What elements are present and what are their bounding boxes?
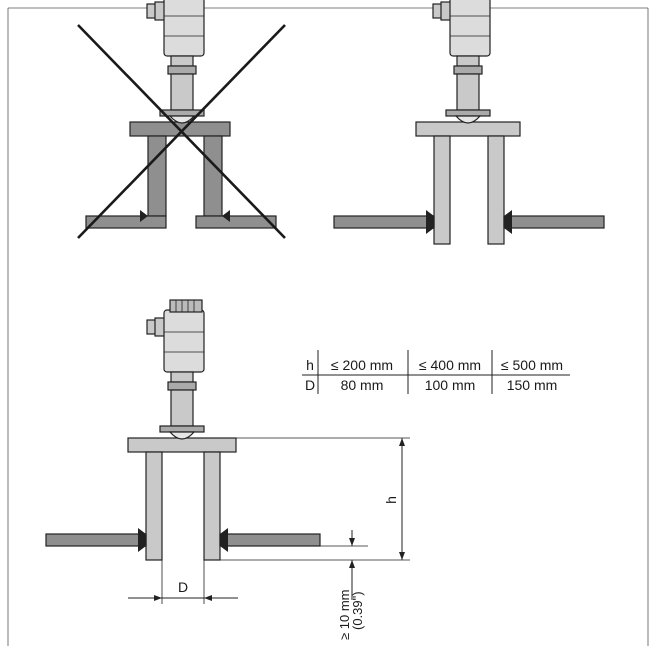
min-protrusion-in-label: (0.39") — [350, 591, 365, 630]
table-h-value: ≤ 400 mm — [419, 357, 481, 373]
table-d-value: 100 mm — [425, 377, 476, 393]
correct-installation — [333, 0, 605, 245]
wrong-installation — [77, 0, 286, 239]
min-protrusion-mm-label: ≥ 10 mm — [337, 590, 352, 640]
table-h-header: h — [306, 357, 314, 373]
d-dimension-label: D — [178, 579, 188, 595]
table-d-value: 80 mm — [341, 377, 384, 393]
cross-out-line-2 — [77, 24, 286, 239]
table-d-value: 150 mm — [507, 377, 558, 393]
table-h-value: ≤ 500 mm — [501, 357, 563, 373]
h-dimension-label: h — [383, 496, 399, 504]
dimension-table: h D ≤ 200 mm ≤ 400 mm ≤ 500 mm 80 mm 100… — [302, 350, 570, 394]
dimensioned-installation: h ≥ 10 mm (0.39") D — [45, 299, 410, 640]
table-d-header: D — [305, 377, 315, 393]
table-h-value: ≤ 200 mm — [331, 357, 393, 373]
